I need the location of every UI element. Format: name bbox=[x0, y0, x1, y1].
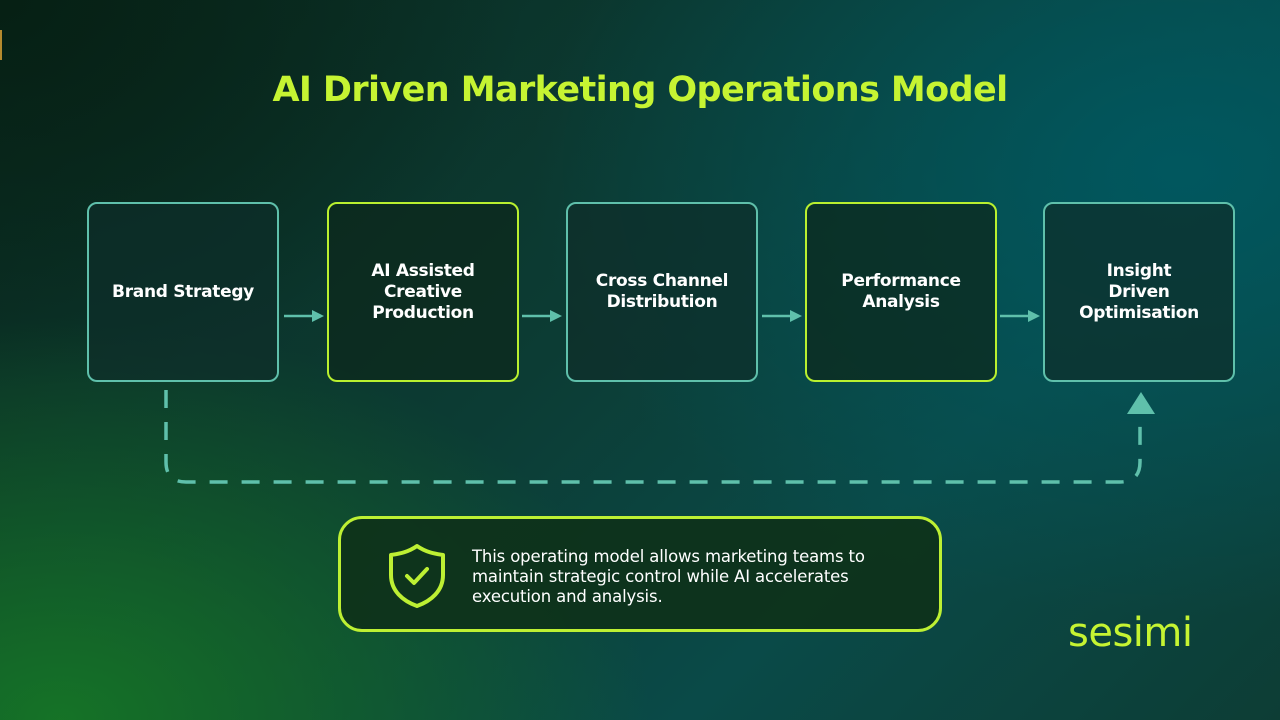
arrow-right-icon bbox=[284, 310, 324, 322]
step-label: Cross Channel Distribution bbox=[595, 271, 729, 312]
info-callout: This operating model allows marketing te… bbox=[338, 516, 942, 632]
step-brand-strategy: Brand Strategy bbox=[87, 202, 279, 382]
feedback-loop-dashed-line bbox=[164, 390, 1142, 484]
step-label: Insight Driven Optimisation bbox=[1079, 260, 1199, 323]
arrow-right-icon bbox=[762, 310, 802, 322]
step-cross-channel-distribution: Cross Channel Distribution bbox=[566, 202, 758, 382]
edge-accent-mark bbox=[0, 30, 2, 60]
arrow-right-icon bbox=[522, 310, 562, 322]
info-text: This operating model allows marketing te… bbox=[472, 547, 865, 606]
step-performance-analysis: Performance Analysis bbox=[805, 202, 997, 382]
arrow-right-icon bbox=[1000, 310, 1040, 322]
shield-check-icon bbox=[389, 544, 445, 608]
step-label: Brand Strategy bbox=[112, 281, 254, 302]
arrow-up-icon bbox=[1127, 392, 1155, 414]
sesimi-logo: sesimi bbox=[1068, 610, 1193, 656]
page-title: AI Driven Marketing Operations Model bbox=[272, 70, 1008, 110]
step-insight-driven-optimisation: Insight Driven Optimisation bbox=[1043, 202, 1235, 382]
step-label: AI Assisted Creative Production bbox=[371, 260, 475, 323]
step-label: Performance Analysis bbox=[841, 271, 961, 312]
step-ai-assisted-creative-production: AI Assisted Creative Production bbox=[327, 202, 519, 382]
